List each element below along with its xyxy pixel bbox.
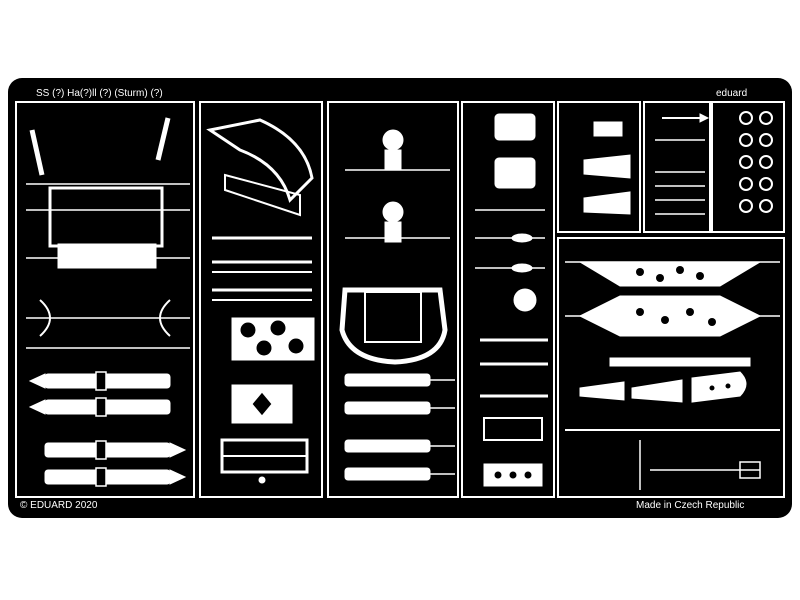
panel-4-parts	[475, 113, 548, 487]
panel-3-frame	[327, 101, 459, 498]
panel-7-parts	[739, 111, 773, 213]
fret-sheet	[8, 78, 792, 518]
panel-7-frame	[711, 101, 785, 233]
panel-1-parts	[26, 117, 190, 487]
fret-header-left: SS (?) Ha(?)ll (?) (Sturm) (?)	[36, 88, 163, 99]
panel-6-parts	[655, 113, 710, 215]
panel-6-frame	[643, 101, 711, 233]
panel-4-frame	[461, 101, 555, 498]
panel-8-frame	[557, 237, 785, 498]
panel-5-parts	[583, 121, 631, 215]
panel-5-frame	[557, 101, 641, 233]
eduard-logo: eduard	[716, 88, 748, 99]
panel-2-parts	[206, 118, 315, 484]
panel-1-frame	[15, 101, 195, 498]
made-in-footer: Made in Czech Republic	[636, 500, 745, 511]
panel-frames	[15, 101, 785, 498]
panel-3-parts	[339, 129, 455, 481]
panel-2-frame	[199, 101, 323, 498]
copyright-footer: © EDUARD 2020	[20, 500, 98, 511]
panel-8-parts	[565, 261, 780, 490]
